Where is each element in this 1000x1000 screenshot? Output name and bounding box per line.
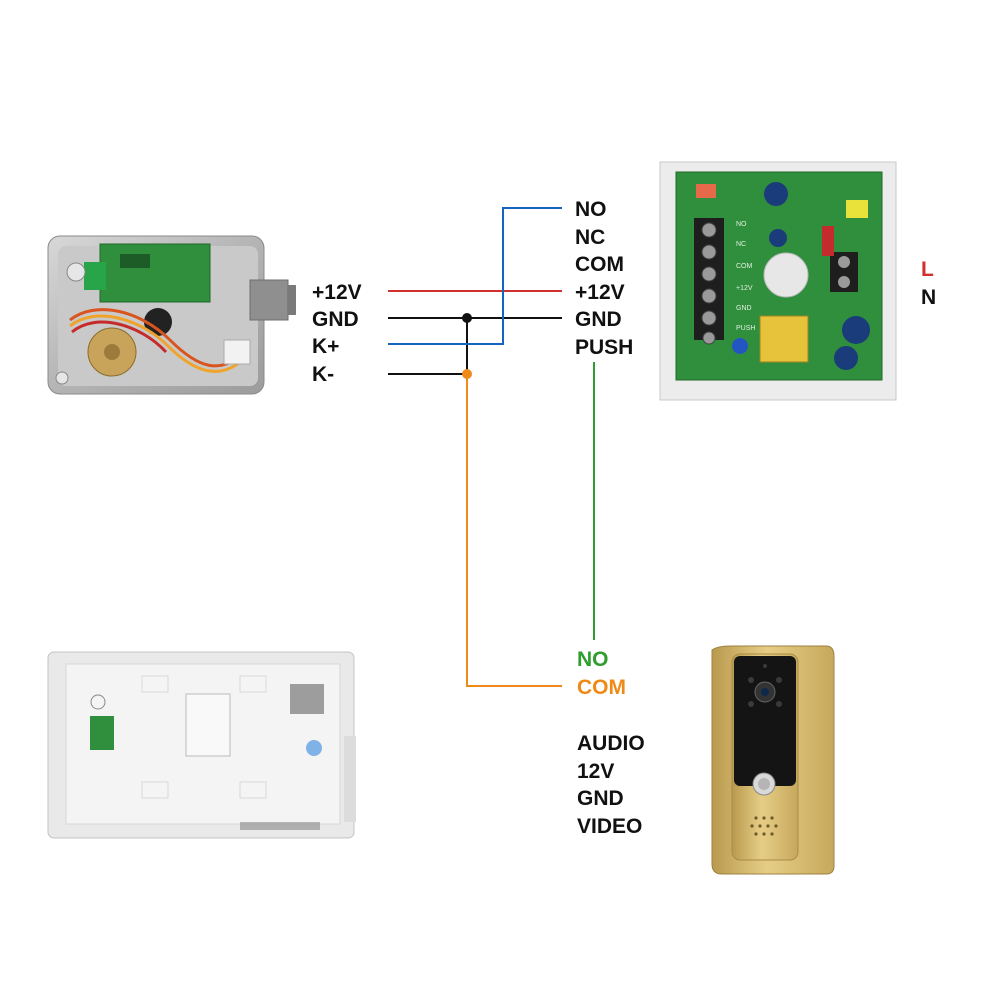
svg-text:+12V: +12V [736,285,753,292]
psu-terminal-12v: +12V [575,281,625,304]
junction-gnd [462,313,472,323]
doorbell-terminal-12v: 12V [577,760,615,783]
board-silkscreen: NO NC COM +12V GND PUSH [736,221,755,332]
wire-kplus-blue [388,207,562,345]
power-supply-photo [659,161,897,401]
doorbell-terminal-com: COM [577,676,626,699]
svg-text:PUSH: PUSH [736,325,755,332]
psu-terminal-gnd: GND [575,308,622,331]
lock-terminal-12v: +12V [312,281,362,304]
electric-lock-photo [47,235,296,395]
wire-com-orange [466,374,562,687]
doorbell-camera-photo [711,645,835,875]
indoor-monitor-photo [47,651,356,839]
psu-terminal-nc: NC [575,226,606,249]
doorbell-terminal-audio: AUDIO [577,732,645,755]
lock-terminal-kplus: K+ [312,335,340,358]
lock-terminal-gnd: GND [312,308,359,331]
psu-terminal-com: COM [575,253,624,276]
svg-text:NC: NC [736,241,746,248]
doorbell-terminal-no: NO [577,648,609,671]
svg-text:NO: NO [736,221,747,228]
junction-com [462,369,472,379]
psu-terminal-no: NO [575,198,607,221]
lock-terminal-kminus: K- [312,363,335,386]
mains-live-label: L [921,258,934,281]
svg-text:GND: GND [736,305,752,312]
mains-neutral-label: N [921,286,937,309]
psu-terminal-push: PUSH [575,336,634,359]
svg-text:COM: COM [736,263,753,270]
doorbell-terminal-video: VIDEO [577,815,643,838]
doorbell-terminal-gnd: GND [577,787,624,810]
